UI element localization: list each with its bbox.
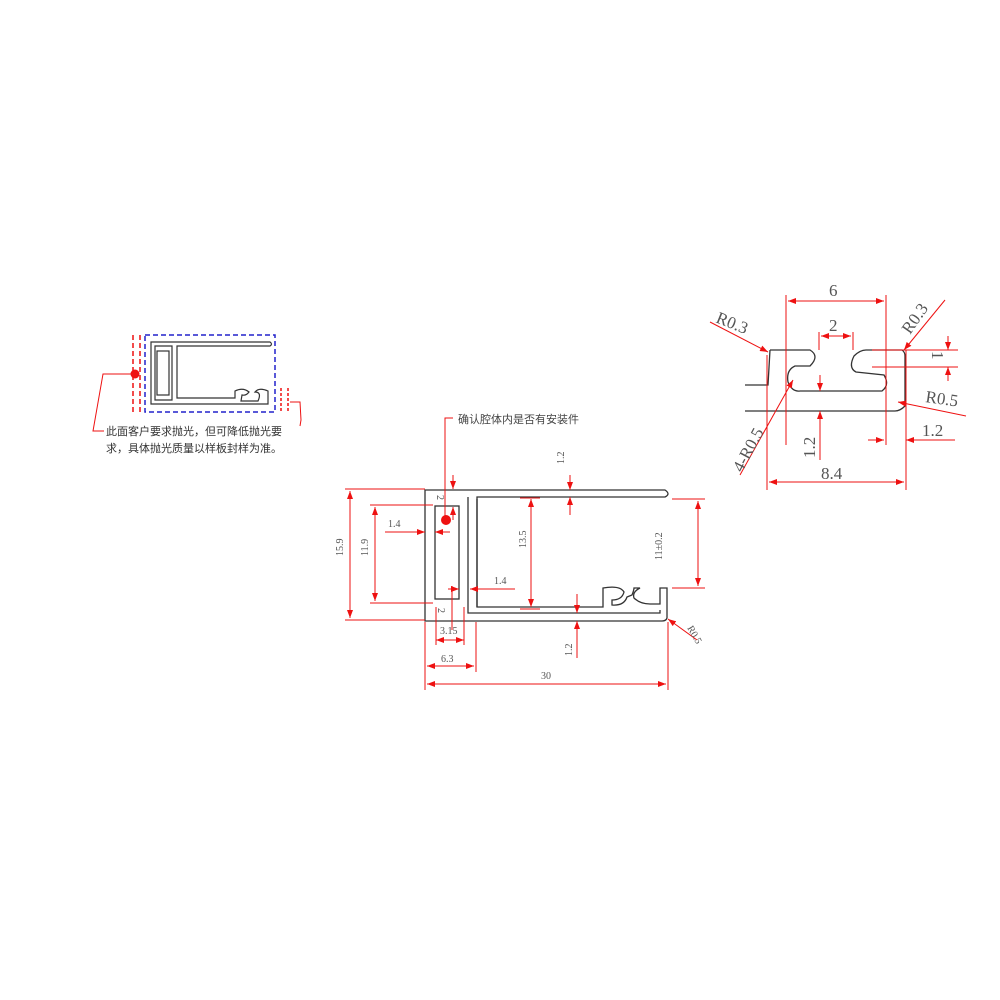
dim-3-15: 3.15	[440, 626, 458, 637]
dim-11-9: 11.9	[360, 539, 371, 556]
detail-dim-r0-3-right: R0.3	[898, 300, 932, 338]
main-dimensions	[345, 417, 705, 690]
detail-slot-profile	[745, 349, 906, 412]
cavity-callout-text: 确认腔体内是否有安装件	[458, 412, 579, 426]
small-profile-thumbnail	[92, 334, 302, 432]
detail-dimension-labels: 6 2 R0.3 R0.3 1 R0.5 4-R0.5 1.2 1.2 8.4	[714, 281, 960, 483]
dim-11-tol: 11±0.2	[654, 532, 665, 560]
detail-dim-1-2-horizontal: 1.2	[922, 421, 943, 440]
dim-r0-5: R0.5	[684, 624, 703, 646]
dim-13-5: 13.5	[518, 531, 529, 549]
polish-note: 此面客户要求抛光，但可降低抛光要 求，具体抛光质量以样板封样为准。	[106, 423, 282, 457]
detail-dimensions	[709, 295, 967, 490]
dim-2-bottom: 2	[435, 608, 446, 613]
dim-1-2-bottom: 1.2	[564, 644, 575, 657]
dim-1-2-top: 1.2	[556, 452, 567, 465]
polish-note-line-2: 求，具体抛光质量以样板封样为准。	[106, 442, 282, 455]
main-profile	[424, 489, 669, 622]
detail-dim-1: 1	[928, 351, 947, 360]
dim-6-3: 6.3	[441, 654, 454, 665]
detail-dim-r0-5: R0.5	[924, 387, 959, 410]
polish-note-line-1: 此面客户要求抛光，但可降低抛光要	[106, 425, 282, 438]
dim-30: 30	[541, 671, 551, 682]
detail-dim-4-r0-5: 4-R0.5	[729, 425, 768, 475]
main-dimension-labels: 15.9 11.9 1.4 2 13.5 1.2 11±0.2 1.4 2 3.…	[335, 452, 704, 683]
detail-dim-1-2-vertical: 1.2	[800, 437, 819, 458]
dim-1-4-bottom: 1.4	[494, 576, 507, 587]
dim-1-4-top: 1.4	[388, 519, 401, 530]
detail-dim-6: 6	[829, 281, 838, 300]
detail-dim-8-4: 8.4	[821, 464, 843, 483]
detail-dim-2: 2	[829, 316, 838, 335]
dim-15-9: 15.9	[335, 539, 346, 557]
dim-2-top: 2	[434, 495, 445, 500]
